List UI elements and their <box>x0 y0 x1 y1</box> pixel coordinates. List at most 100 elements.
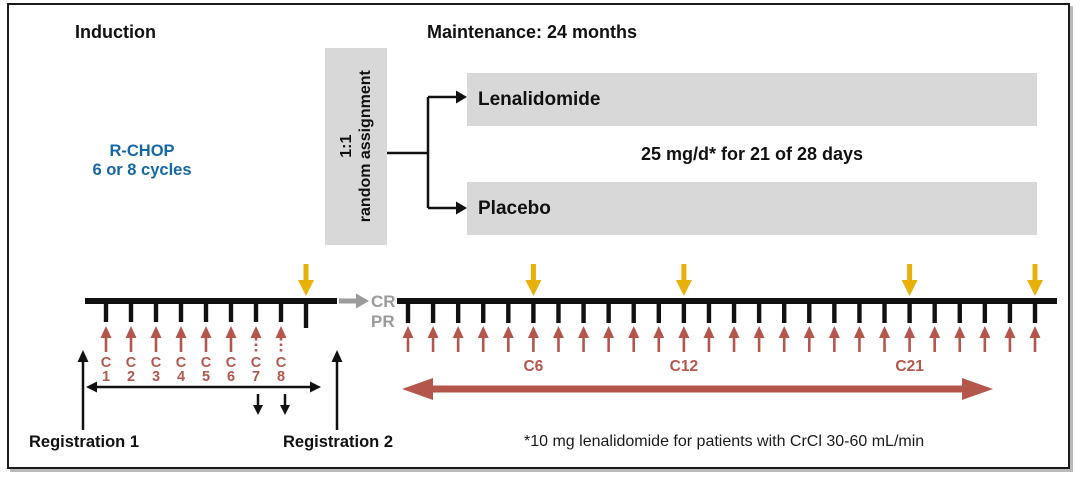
tick-mark <box>1032 304 1038 323</box>
lenalidomide-band: Lenalidomide <box>467 73 1037 126</box>
cycle-label: 4 <box>177 369 185 385</box>
tick-mark <box>957 304 962 323</box>
branch-arrowhead-top-icon <box>456 90 467 104</box>
cycle-arrow-icon <box>828 326 840 338</box>
cycle-label: C6 <box>523 358 543 375</box>
induction-span-arrowhead-left-icon <box>86 381 97 393</box>
induction-timeline-bar <box>85 298 337 304</box>
branch-connector-line <box>387 95 457 210</box>
cycle-label: 5 <box>202 369 210 385</box>
tick-mark <box>782 304 787 323</box>
cycle-arrow-icon <box>1004 326 1016 338</box>
tick-mark <box>882 304 887 323</box>
tick-mark <box>253 304 259 322</box>
yellow-arrow-icon <box>303 264 309 281</box>
cycle-label: C21 <box>895 358 924 375</box>
registration2-arrow-icon <box>331 350 343 430</box>
yellow-arrowhead-icon <box>525 280 542 296</box>
cycle-label: 8 <box>277 369 285 385</box>
tick-mark <box>656 304 661 323</box>
cycle-arrow-icon <box>225 326 237 338</box>
cycle-arrow-icon <box>603 326 615 338</box>
cycle-arrow-icon <box>502 326 514 338</box>
tick-mark <box>681 304 687 323</box>
cycle-arrow-icon <box>200 326 212 338</box>
cycle-arrow-icon <box>653 326 665 338</box>
pr-label: PR <box>371 312 395 331</box>
registration1-label: Registration 1 <box>28 433 140 451</box>
placebo-band: Placebo <box>467 182 1037 235</box>
tick-mark <box>278 304 284 322</box>
tick-mark <box>982 304 988 323</box>
cycle-arrow-icon <box>979 326 991 338</box>
tick-mark <box>506 304 511 323</box>
cycle-arrow-icon <box>703 326 715 338</box>
tick-mark <box>706 304 712 323</box>
rchop-line1: R-CHOP <box>109 142 175 160</box>
cycle-arrow-icon <box>452 326 464 338</box>
tick-mark <box>103 304 109 322</box>
tick-mark <box>807 304 812 323</box>
maintenance-heading: Maintenance: 24 months <box>427 22 638 42</box>
cycle-arrow-icon <box>954 326 966 338</box>
yellow-arrow-icon <box>681 264 687 281</box>
registration1-arrow-icon <box>77 350 89 430</box>
cycle-arrow-icon <box>778 326 790 338</box>
tick-mark <box>455 304 461 323</box>
lenalidomide-label: Lenalidomide <box>478 89 601 110</box>
tick-mark <box>907 304 912 323</box>
tick-mark <box>178 304 184 322</box>
cycle-arrow-icon <box>427 326 439 338</box>
cycle-arrow-icon <box>100 326 112 338</box>
tick-mark <box>303 304 309 328</box>
cycle-label: C <box>276 355 287 371</box>
rchop-line2: 6 or 8 cycles <box>92 161 192 180</box>
cycle-arrow-icon <box>753 326 765 338</box>
maintenance-span-arrowhead-right-icon <box>962 378 993 400</box>
placebo-label: Placebo <box>478 198 551 219</box>
branch-arrowhead-bottom-icon <box>456 201 467 215</box>
cycle-arrow-icon <box>578 326 590 338</box>
yellow-arrow-icon <box>907 264 913 281</box>
induction-span-arrowhead-right-icon <box>310 381 321 393</box>
induction-heading: Induction <box>75 22 156 42</box>
cycle-arrow-icon <box>477 326 489 338</box>
cycle-label: 6 <box>227 369 235 385</box>
cycle-arrow-icon <box>879 326 891 338</box>
cycle-label: C <box>251 355 262 371</box>
tick-mark <box>756 304 762 323</box>
yellow-arrowhead-icon <box>901 280 918 296</box>
tick-mark <box>405 304 411 323</box>
cycle-arrow-icon <box>552 326 564 338</box>
tick-mark <box>531 304 536 323</box>
tick-mark <box>731 304 737 323</box>
yellow-arrowhead-icon <box>298 280 314 296</box>
cycle-arrow-icon <box>904 326 916 338</box>
tick-mark <box>153 304 159 322</box>
maintenance-timeline-bar <box>397 298 1057 304</box>
tick-mark <box>631 304 636 323</box>
cycle-arrow-icon <box>929 326 941 338</box>
tick-mark <box>857 304 862 323</box>
tick-mark <box>606 304 611 323</box>
tick-mark <box>1007 304 1013 323</box>
cycle-label: C <box>201 355 212 371</box>
tick-mark <box>556 304 561 323</box>
cycle-arrow-icon <box>527 326 539 338</box>
maintenance-span-arrowhead-left-icon <box>402 378 433 400</box>
dose-label: 25 mg/d* for 21 of 28 days <box>640 144 864 164</box>
cycle-label: C <box>151 355 162 371</box>
cycle-arrow-icon <box>175 326 187 338</box>
tick-mark <box>581 304 586 323</box>
yellow-arrow-icon <box>530 264 536 281</box>
cycle-label: 3 <box>152 369 160 385</box>
random-assignment-box: 1:1 random assignment <box>325 48 387 245</box>
cycle-label: 7 <box>252 369 260 385</box>
cycle-arrow-icon <box>678 326 690 338</box>
cycle-label: 2 <box>127 369 135 385</box>
rchop-label: R-CHOP 6 or 8 cycles <box>57 142 227 181</box>
yellow-arrowhead-icon <box>675 280 692 296</box>
cycle-arrow-icon <box>150 326 162 338</box>
tick-mark <box>128 304 134 322</box>
